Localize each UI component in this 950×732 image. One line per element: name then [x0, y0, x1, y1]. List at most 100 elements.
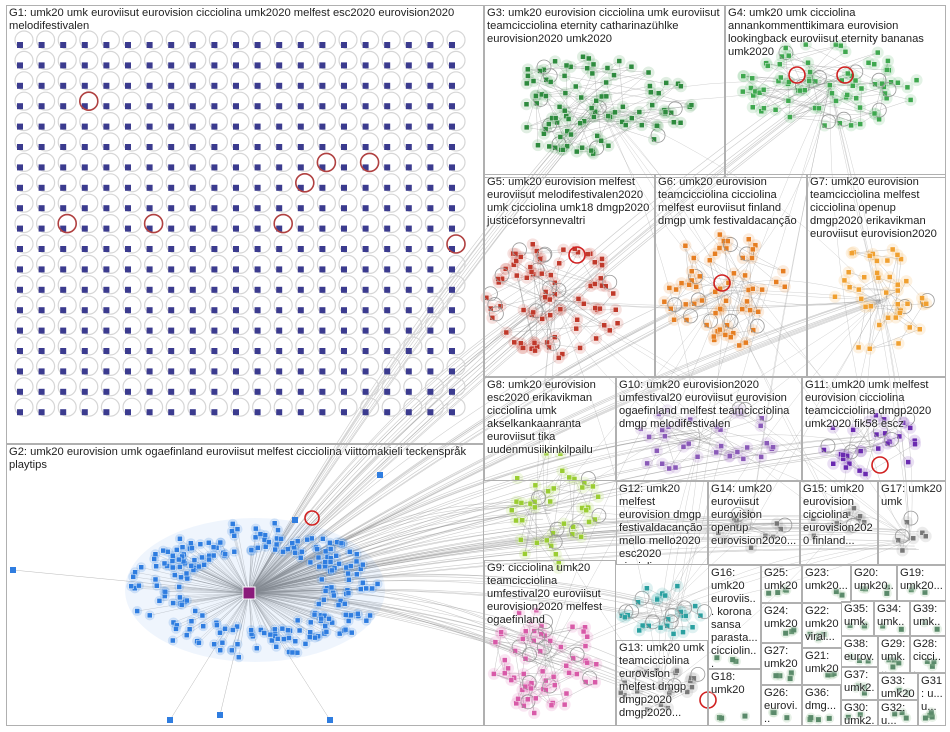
group-label: G8: umk20 eurovision esc2020 erikavikman… — [487, 379, 613, 457]
group-box-g6[interactable]: G6: umk20 eurovision teamcicciolina cicc… — [655, 174, 807, 377]
node[interactable] — [509, 508, 514, 513]
group-box-g30[interactable]: G30: umk2... — [841, 700, 878, 726]
node[interactable] — [580, 485, 585, 490]
group-box-g36[interactable]: G36: dmg... — [802, 685, 841, 726]
group-box-g22[interactable]: G22: umk20 viral... — [802, 603, 842, 648]
group-label: G38: eurov... — [844, 638, 875, 667]
node[interactable] — [690, 625, 695, 630]
node[interactable] — [681, 630, 686, 635]
group-box-g21[interactable]: G21: umk20 — [802, 648, 842, 685]
group-label: G19: umk20... — [900, 567, 943, 593]
group-box-g20[interactable]: G20: umk20... — [851, 565, 897, 601]
group-box-g26[interactable]: G26: eurovi... — [761, 685, 802, 726]
group-label: G14: umk20 euroviisut eurovision openup … — [711, 483, 797, 548]
group-box-g12[interactable]: G12: umk20 melfest eurovision dmgp festi… — [616, 481, 708, 565]
group-label: G1: umk20 umk euroviisut eurovision cicc… — [9, 7, 481, 33]
group-box-g31[interactable]: G31: u... u... — [918, 673, 946, 726]
node[interactable] — [533, 483, 538, 488]
group-box-g35[interactable]: G35: umk... — [841, 601, 874, 636]
node[interactable] — [519, 500, 524, 505]
group-box-g14[interactable]: G14: umk20 euroviisut eurovision openup … — [708, 481, 800, 565]
node[interactable] — [671, 631, 676, 636]
group-label: G20: umk20... — [854, 567, 894, 601]
group-box-g5[interactable]: G5: umk20 eurovision melfest euroviisut … — [484, 174, 655, 377]
group-box-g16[interactable]: G16: umk20 euroviis... korona sansa para… — [708, 565, 761, 669]
node[interactable] — [546, 489, 551, 494]
group-label: G6: umk20 eurovision teamcicciolina cicc… — [658, 176, 804, 228]
group-box-g23[interactable]: G23: umk20... — [802, 565, 851, 603]
group-label: G15: umk20 eurovision cicciolina eurovis… — [803, 483, 875, 548]
group-label: G28: cicci... — [913, 638, 943, 673]
group-label: G26: eurovi... — [764, 687, 799, 726]
node[interactable] — [518, 537, 523, 542]
node[interactable] — [637, 628, 642, 633]
group-label: G25: umk20 — [764, 567, 799, 593]
group-box-g13[interactable]: G13: umk20 umk teamcicciolina eurovision… — [616, 640, 708, 726]
group-label: G5: umk20 eurovision melfest euroviisut … — [487, 176, 652, 228]
group-label: G22: umk20 viral... — [805, 605, 839, 644]
group-box-g25[interactable]: G25: umk20 — [761, 565, 802, 603]
node[interactable] — [683, 613, 688, 618]
node[interactable] — [522, 551, 527, 556]
group-box-g29[interactable]: G29: umk... — [878, 636, 910, 673]
group-box-g37[interactable]: G37: umk2... — [841, 667, 878, 700]
group-box-g19[interactable]: G19: umk20... — [897, 565, 946, 601]
group-box-g9[interactable]: G9: cicciolina umk20 teamcicciolina umfe… — [484, 560, 616, 726]
node[interactable] — [553, 552, 558, 557]
node[interactable] — [544, 538, 549, 543]
group-box-g11[interactable]: G11: umk20 umk melfest eurovision ciccio… — [802, 377, 946, 481]
group-box-g28[interactable]: G28: cicci... — [910, 636, 946, 673]
group-box-g4[interactable]: G4: umk20 umk cicciolina annankommenttik… — [725, 5, 946, 178]
group-box-g15[interactable]: G15: umk20 eurovision cicciolina eurovis… — [800, 481, 878, 565]
group-box-g1[interactable]: G1: umk20 umk euroviisut eurovision cicc… — [6, 5, 484, 444]
group-label: G35: umk... — [844, 603, 871, 636]
node[interactable] — [622, 615, 627, 620]
group-label: G16: umk20 euroviis... korona sansa para… — [711, 567, 758, 669]
group-box-g17[interactable]: G17: umk20 umk — [878, 481, 946, 565]
node[interactable] — [675, 584, 680, 589]
group-label: G18: umk20 — [711, 671, 758, 697]
group-box-g18[interactable]: G18: umk20 — [708, 669, 761, 726]
node[interactable] — [514, 518, 519, 523]
group-label: G31: u... u... — [921, 675, 943, 714]
node[interactable] — [693, 604, 698, 609]
node[interactable] — [561, 521, 566, 526]
group-label: G30: umk2... — [844, 702, 875, 726]
group-label: G39: umk... — [913, 603, 943, 636]
node[interactable] — [584, 508, 589, 513]
group-label: G10: umk20 eurovision2020 umfestival20 e… — [619, 379, 799, 431]
node[interactable] — [596, 494, 601, 499]
node[interactable] — [534, 540, 539, 545]
node[interactable] — [532, 505, 537, 510]
group-label: G33: umk20 u... — [881, 675, 915, 700]
group-box-g7[interactable]: G7: umk20 eurovision teamcicciolina melf… — [807, 174, 946, 377]
node[interactable] — [548, 499, 553, 504]
group-box-g32[interactable]: G32: u... — [878, 700, 918, 726]
group-label: G29: umk... — [881, 638, 907, 673]
group-box-g27[interactable]: G27: umk20 — [761, 643, 802, 685]
group-label: G34: umk... — [877, 603, 907, 636]
group-label: G23: umk20... — [805, 567, 848, 593]
node[interactable] — [590, 484, 595, 489]
node[interactable] — [655, 597, 660, 602]
node[interactable] — [644, 586, 649, 591]
group-box-g39[interactable]: G39: umk... — [910, 601, 946, 636]
node[interactable] — [579, 534, 584, 539]
group-label: G21: umk20 — [805, 650, 839, 676]
group-label: G12: umk20 melfest eurovision dmgp festi… — [619, 483, 705, 565]
group-box-g24[interactable]: G24: umk20 — [761, 603, 802, 643]
node[interactable] — [663, 593, 668, 598]
group-label: G24: umk20 — [764, 605, 799, 631]
group-box-g3[interactable]: G3: umk20 eurovision cicciolina umk euro… — [484, 5, 725, 178]
group-box-g8[interactable]: G8: umk20 eurovision esc2020 erikavikman… — [484, 377, 616, 481]
group-label: G7: umk20 eurovision teamcicciolina melf… — [810, 176, 943, 241]
group-label: G13: umk20 umk teamcicciolina eurovision… — [619, 642, 705, 720]
group-label: G36: dmg... — [805, 687, 838, 713]
node[interactable] — [658, 625, 663, 630]
group-box-g38[interactable]: G38: eurov... — [841, 636, 878, 667]
group-box-g33[interactable]: G33: umk20 u... — [878, 673, 918, 700]
group-box-g34[interactable]: G34: umk... — [874, 601, 910, 636]
group-box-g2[interactable]: G2: umk20 eurovision umk ogaefinland eur… — [6, 444, 484, 726]
group-box-g10[interactable]: G10: umk20 eurovision2020 umfestival20 e… — [616, 377, 802, 481]
